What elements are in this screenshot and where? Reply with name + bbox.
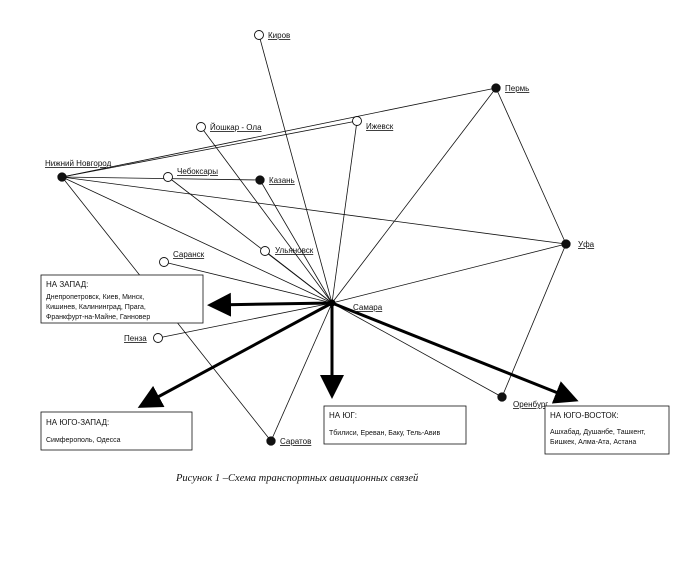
box-west-title: НА ЗАПАД: [46, 280, 88, 289]
city-node-penza [153, 333, 163, 343]
city-label-nnovgorod: Нижний Новгород [45, 159, 112, 168]
links-layer [61, 34, 567, 442]
city-node-nnovgorod [57, 172, 67, 182]
city-label-kazan: Казань [269, 176, 295, 185]
link-samara-penza [157, 302, 333, 339]
link-ufa-orenburg [501, 243, 567, 398]
city-label-ulyanovsk: Ульяновск [275, 246, 314, 255]
link-samara-ufa [331, 243, 567, 304]
city-node-yoshkar [196, 122, 206, 132]
box-southwest-line-1: Симферополь, Одесса [46, 437, 121, 444]
city-node-kazan [255, 175, 265, 185]
hub-node [328, 299, 336, 307]
city-label-saransk: Саранск [173, 250, 205, 259]
city-node-saransk [159, 257, 169, 267]
box-west-line-2: Кишинев, Калининград, Прага, [46, 304, 146, 311]
figure-caption: Рисунок 1 –Схема транспортных авиационны… [175, 473, 419, 484]
box-southwest-title: НА ЮГО-ЗАПАД: [46, 418, 109, 427]
link-perm-ufa [495, 87, 567, 245]
link-samara-kazan [259, 179, 333, 304]
link-samara-nnovgorod [61, 176, 333, 304]
box-south-line-1: Тбилиси, Ереван, Баку, Тель-Авив [329, 429, 440, 437]
link-nnovgorod-izhevsk [61, 120, 358, 178]
city-node-orenburg [497, 392, 507, 402]
box-west: НА ЗАПАД: Днепропетровск, Киев, Минск, К… [40, 274, 204, 324]
city-node-saratov [266, 436, 276, 446]
link-samara-saransk [163, 261, 333, 304]
box-southeast-line-1: Ашхабад, Душанбе, Ташкент, [550, 428, 646, 436]
direction-arrows [137, 292, 579, 408]
box-southeast-line-2: Бишкек, Алма-Ата, Астана [550, 439, 636, 446]
box-south: НА ЮГ: Тбилиси, Ереван, Баку, Тель-Авив [323, 405, 467, 445]
city-label-yoshkar: Йошкар - Ола [210, 123, 262, 132]
box-south-title: НА ЮГ: [329, 411, 357, 420]
link-nnovgorod-ufa [61, 176, 567, 245]
city-node-kirov [254, 30, 264, 40]
box-west-line-3: Франкфурт-на-Майне, Ганновер [46, 313, 150, 321]
city-label-izhevsk: Ижевск [366, 122, 394, 131]
link-samara-kirov [258, 34, 333, 304]
link-samara-perm [331, 87, 497, 304]
city-label-ufa: Уфа [578, 240, 595, 249]
city-node-cheboksary [163, 172, 173, 182]
box-southeast: НА ЮГО-ВОСТОК: Ашхабад, Душанбе, Ташкент… [544, 405, 670, 455]
city-label-orenburg: Оренбург [513, 400, 548, 409]
arrow-southeast [331, 301, 579, 404]
arrow-west [207, 292, 333, 317]
link-samara-ulyanovsk [264, 250, 333, 304]
city-node-perm [491, 83, 501, 93]
city-label-saratov: Саратов [280, 437, 311, 446]
city-label-perm: Пермь [505, 84, 529, 93]
city-node-ufa [561, 239, 571, 249]
link-nnovgorod-kazan [61, 176, 261, 181]
link-nnovgorod-perm [61, 87, 497, 178]
arrow-southwest [137, 301, 333, 408]
box-southwest: НА ЮГО-ЗАПАД: Симферополь, Одесса [40, 411, 193, 451]
city-node-izhevsk [352, 116, 362, 126]
link-samara-izhevsk [331, 120, 358, 304]
city-node-ulyanovsk [260, 246, 270, 256]
city-label-cheboksary: Чебоксары [177, 167, 218, 176]
link-samara-orenburg [331, 302, 503, 398]
hub-label: Самара [353, 303, 383, 312]
link-samara-saratov [270, 302, 333, 442]
city-label-penza: Пенза [124, 334, 147, 343]
city-label-kirov: Киров [268, 31, 290, 40]
box-west-line-1: Днепропетровск, Киев, Минск, [46, 294, 144, 301]
link-samara-yoshkar [200, 126, 333, 304]
box-southeast-title: НА ЮГО-ВОСТОК: [550, 411, 619, 420]
